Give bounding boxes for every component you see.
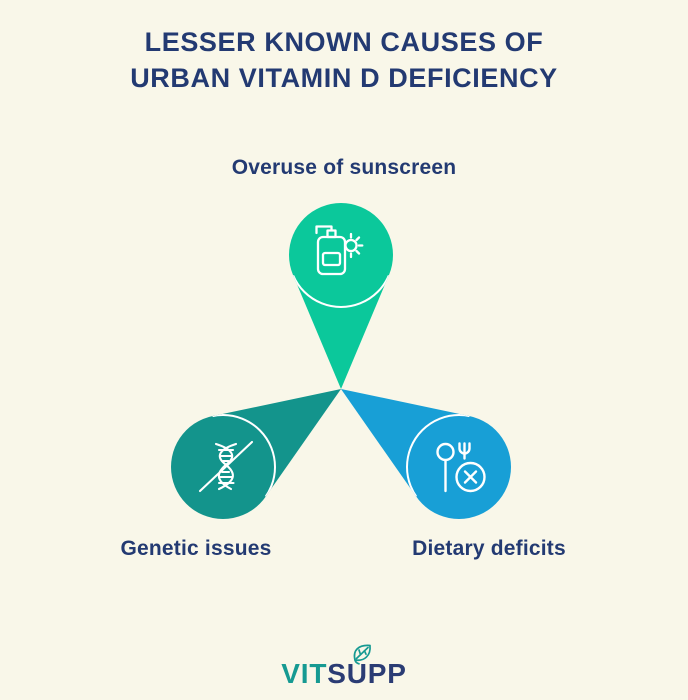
logo-text-supp: SUPP — [327, 658, 407, 689]
leaf-icon — [353, 644, 371, 665]
cause-label-dietary: Dietary deficits — [412, 537, 566, 560]
petal-sunscreen — [289, 203, 393, 389]
cutlery-crossed-icon — [436, 442, 486, 493]
cause-label-sunscreen: Overuse of sunscreen — [231, 156, 457, 179]
title-line-2: URBAN VITAMIN D DEFICIENCY — [130, 63, 558, 93]
logo-text: VITSUPP — [0, 658, 688, 690]
sunscreen-bottle-sun-icon — [315, 225, 364, 276]
cause-label-genetic: Genetic issues — [120, 537, 272, 560]
title-line-1: LESSER KNOWN CAUSES OF — [144, 27, 544, 57]
petal-dietary — [341, 389, 511, 519]
page-title: LESSER KNOWN CAUSES OF URBAN VITAMIN D D… — [0, 24, 688, 96]
logo-text-vit: VIT — [281, 658, 328, 689]
vitsupp-logo: VITSUPP — [0, 642, 688, 694]
petal-genetic — [171, 389, 341, 519]
dna-crossed-icon — [198, 440, 254, 493]
